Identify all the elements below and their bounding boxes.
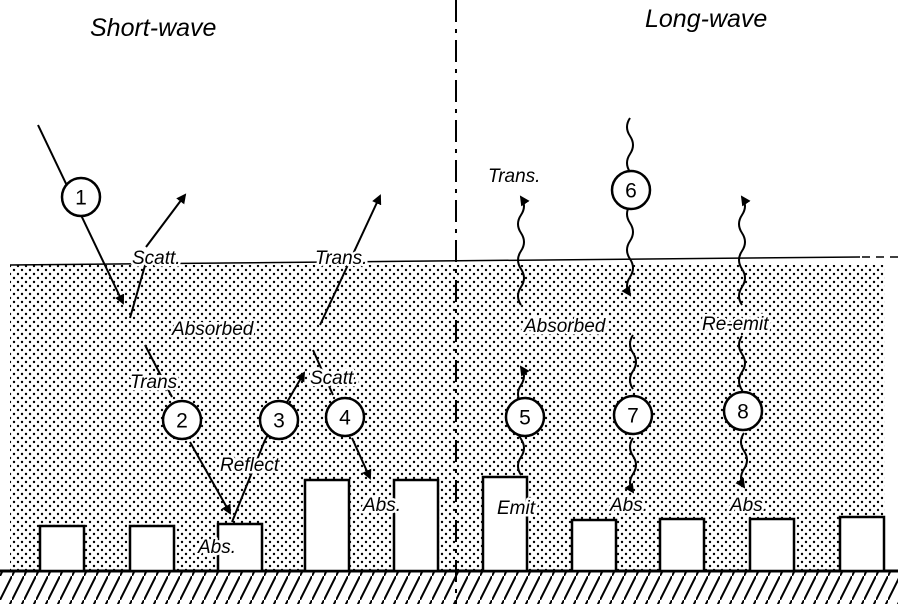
process-circle-5	[504, 396, 546, 438]
surface-block	[570, 518, 618, 573]
label-reflect: Reflect	[220, 455, 280, 476]
reemit-wave-up	[738, 195, 751, 306]
reemit-wave-mid	[738, 335, 746, 391]
abs-arrow-4	[351, 437, 372, 480]
header-short-wave: Short-wave	[90, 14, 216, 42]
process-number-6: 6	[625, 180, 637, 203]
trans-wave-5	[517, 195, 530, 306]
scatter-arrow-up	[145, 193, 187, 248]
label-trans-mid: Trans.	[130, 372, 182, 393]
label-re-emit: Re-emit	[702, 314, 769, 335]
label-abs-7: Abs.	[609, 495, 648, 516]
surface-blocks	[38, 475, 886, 573]
process-number-7: 7	[627, 405, 639, 428]
scatter-path	[129, 261, 147, 319]
trans-arrow-up	[319, 194, 382, 326]
process-circle-7	[612, 394, 654, 436]
incoming-wave-6	[626, 117, 634, 173]
header-long-wave: Long-wave	[645, 5, 767, 33]
wave-8-lower	[735, 432, 748, 489]
label-abs-4: Abs.	[362, 495, 401, 516]
process-circle-6	[610, 169, 652, 211]
label-trans-top-left: Trans.	[315, 248, 367, 269]
wave-7-lower	[624, 437, 637, 494]
process-number-8: 8	[737, 401, 749, 424]
surface-block	[392, 478, 440, 573]
ground-surface	[0, 571, 898, 604]
surface-block	[481, 475, 529, 573]
label-scatt-mid: Scatt.	[310, 368, 359, 389]
process-circle-8	[722, 390, 764, 432]
process-circle-4	[324, 396, 366, 438]
surface-block	[216, 522, 264, 573]
process-number-1: 1	[75, 187, 87, 210]
surface-block	[38, 524, 86, 573]
process-number-3: 3	[273, 410, 285, 433]
wave-7-upper	[629, 334, 637, 390]
trans-arrow-2	[189, 441, 231, 515]
label-abs-8: Abs.	[729, 495, 768, 516]
process-number-2: 2	[176, 410, 188, 433]
process-number-4: 4	[339, 407, 351, 430]
label-emit: Emit	[497, 498, 536, 519]
reflect-path	[231, 439, 266, 523]
surface-block	[128, 524, 176, 573]
absorbed-wave-6	[621, 204, 634, 297]
surface-block	[303, 478, 351, 573]
label-trans-top-right: Trans.	[488, 166, 540, 187]
surface-block	[658, 517, 706, 573]
surface-block	[748, 517, 796, 573]
label-abs-2: Abs.	[197, 537, 236, 558]
label-absorbed-left: Absorbed	[171, 319, 255, 340]
surface-block	[838, 515, 886, 573]
process-circle-2	[161, 399, 203, 441]
label-scatt-top: Scatt.	[132, 248, 181, 269]
label-absorbed-right: Absorbed	[523, 316, 607, 337]
scatt-path-4	[312, 349, 334, 396]
process-circle-1	[60, 176, 102, 218]
trans-path	[144, 344, 173, 398]
process-circle-3	[258, 399, 300, 441]
process-number-5: 5	[519, 407, 531, 430]
atmosphere-top-line	[9, 256, 861, 266]
